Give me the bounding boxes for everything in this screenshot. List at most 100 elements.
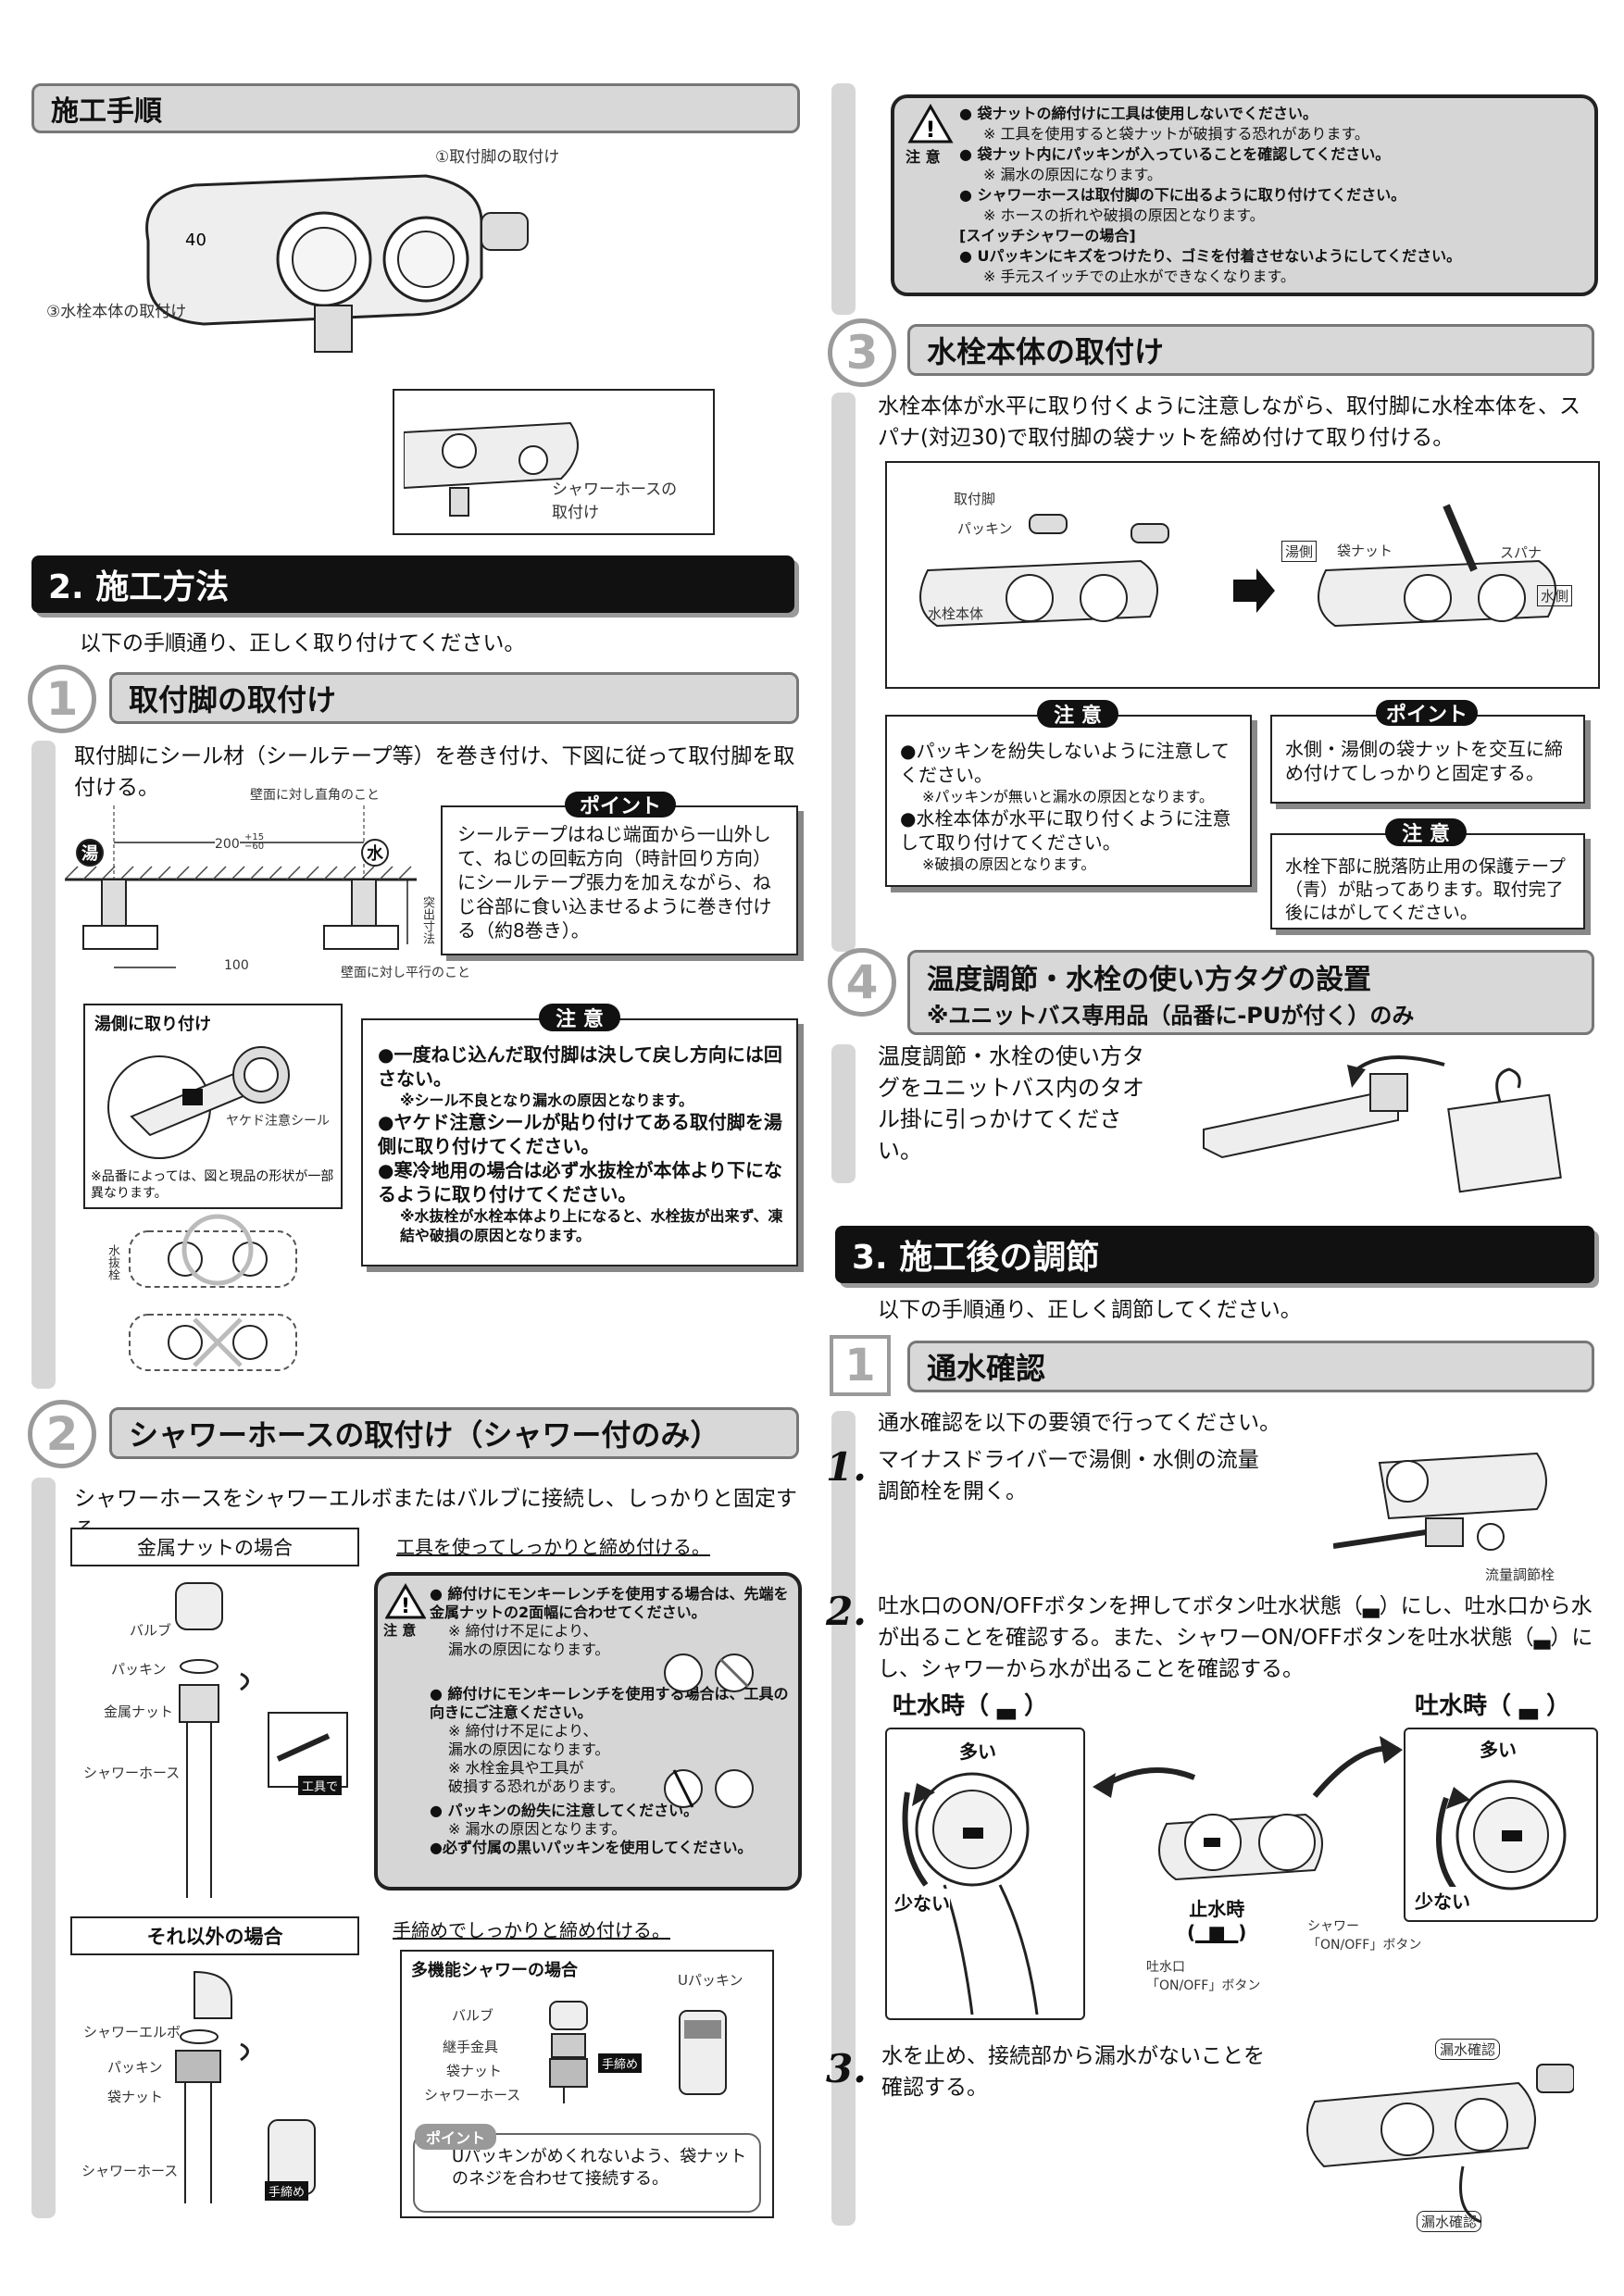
- multi-point-box: Uパッキンがめくれないよう、袋ナットのネジを合わせて接続する。: [413, 2133, 761, 2213]
- section3-header: 3. 施工後の調節: [835, 1226, 1594, 1283]
- faucet-overview-illustration: 40: [145, 174, 529, 353]
- metal-nut-text: 工具を使ってしっかりと締め付ける。: [396, 1536, 710, 1558]
- right-top-side-bar: [831, 83, 856, 315]
- svg-text:!: !: [926, 117, 936, 143]
- drain-plug-label: 水抜栓: [106, 1244, 119, 1280]
- mount-dimension-diagram: [65, 805, 417, 968]
- s3-label-spanner: スパナ: [1500, 544, 1543, 561]
- warn-item: ● 締付けにモンキーレンチを使用する場合は、先端を金属ナットの2面幅に合わせてく…: [430, 1585, 789, 1621]
- warn-item: ● パッキンの紛失に注意してください。: [430, 1802, 699, 1819]
- step4-header: 温度調節・水栓の使い方タグの設置 ※ユニットバス専用品（品番に-PUが付く）のみ: [907, 950, 1594, 1035]
- adj1-side-bar: [831, 1411, 856, 2226]
- step3-text: 水栓本体が水平に取り付くように注意しながら、取付脚に水栓本体を、スパナ(対辺30…: [878, 394, 1580, 450]
- step2-warn-list: ● 締付けにモンキーレンチを使用する場合は、先端を金属ナットの2面幅に合わせてく…: [430, 1585, 794, 1857]
- step2-warn-box: ! 注 意 ● 締付けにモンキーレンチを使用する場合は、先端を金属ナットの2面幅…: [374, 1572, 802, 1890]
- wrench-direction-icon: [664, 1769, 754, 1808]
- step2-header: シャワーホースの取付け（シャワー付のみ）: [109, 1407, 799, 1459]
- step1-point-box: シールテープはねじ端面から一山外して、ねじの回転方向（時計回り方向）にシールテー…: [441, 805, 798, 955]
- step1-text: 取付脚にシール材（シールテープ等）を巻き付け、下図に従って取付脚を取付ける。: [74, 744, 795, 800]
- section2-header: 2. 施工方法: [31, 555, 794, 613]
- stop-label: 止水時 (▁▆▁): [1187, 1898, 1247, 1943]
- step3-side-bar: [831, 393, 856, 952]
- step3-number: 3: [828, 318, 896, 387]
- multi-shower-box: 多機能シャワーの場合 バルブ 継手金具 袋ナット シャワーホース Uパッキン 手…: [400, 1950, 774, 2218]
- hand-tighten-illustration: [175, 1970, 316, 2203]
- step3-point-box: 水側・湯側の袋ナットを交互に締め付けてしっかりと固定する。: [1270, 715, 1585, 804]
- multi-shower-illustration: [549, 2001, 727, 2103]
- hotside-title: 湯側に取り付け: [94, 1015, 211, 1034]
- warn-sub: ※ 締付け不足により、 漏水の原因になります。 ※ 水栓金具や工具が 破損する恐…: [448, 1722, 625, 1795]
- label-dim100: 100: [224, 958, 249, 973]
- more-label-right: 多い: [1480, 1735, 1517, 1762]
- hot-badge: 湯: [76, 839, 104, 867]
- s3-label-packing: パッキン: [957, 520, 1013, 537]
- procedure-header: 施工手順: [31, 83, 800, 133]
- step3-caution2-text: 水栓下部に脱落防止用の保護テープ（青）が貼ってあります。取付完了後にはがしてくだ…: [1285, 856, 1566, 923]
- step1-point-label: ポイント: [565, 792, 676, 818]
- s3-label-body: 水栓本体: [928, 605, 984, 622]
- other-label-hose: シャワーホース: [81, 2163, 179, 2179]
- shower-dial-illustration: [1436, 1779, 1567, 1892]
- adj-item3-num: 3.: [826, 2046, 867, 2091]
- top-warn-item: ※ ホースの折れや破損の原因となります。: [983, 206, 1265, 224]
- step4-side-bar: [831, 1044, 856, 1183]
- flow-valve-illustration: [1333, 1452, 1547, 1551]
- less-label-right: 少ない: [1415, 1887, 1470, 1914]
- s3-label-nut: 袋ナット: [1337, 543, 1393, 559]
- step3-caution-label: 注 意: [1037, 700, 1118, 728]
- leak-check-illustration: [1306, 2064, 1574, 2224]
- step3-caution2-label: 注 意: [1385, 818, 1467, 846]
- other-label-hand: 手締め: [265, 2181, 309, 2201]
- spout-right-label: 吐水時（ ▃ ）: [1415, 1692, 1571, 1720]
- step3-caution-list: ●パッキンを紛失しないように注意してください。 ※パッキンが無いと漏水の原因とな…: [900, 739, 1246, 874]
- top-warn-item: ※ 漏水の原因になります。: [983, 166, 1162, 183]
- label-dim200: 200: [215, 837, 240, 852]
- caution-item: ●水栓本体が水平に取り付くように注意して取り付けてください。: [900, 807, 1231, 854]
- multi-label-joint: 継手金具: [443, 2039, 499, 2055]
- two-button-faucet-illustration: [1093, 1736, 1403, 1881]
- top-warn-label: 注 意: [906, 148, 941, 166]
- step3-diagram-box: 取付脚 パッキン 水栓本体 湯側 袋ナット スパナ 水側: [885, 461, 1600, 689]
- s3-label-mount: 取付脚: [954, 491, 996, 507]
- top-warn-list: ● 袋ナットの締付けに工具は使用しないでください。 ※ 工具を使用すると袋ナット…: [959, 104, 1589, 287]
- step3-point-label: ポイント: [1376, 700, 1478, 727]
- metal-nut-illustration: [175, 1582, 348, 1898]
- other-label-packing: パッキン: [107, 2059, 163, 2076]
- leak-check-label-2: 漏水確認: [1417, 2211, 1482, 2232]
- label-perpendicular: 壁面に対し直角のこと: [250, 788, 380, 803]
- warn-sub: ※ 締付け不足により、 漏水の原因になります。: [448, 1622, 610, 1658]
- step1-caution-label: 注 意: [539, 1004, 620, 1031]
- warn-item: ●必ず付属の黒いパッキンを使用してください。: [430, 1839, 753, 1856]
- top-warn-item: [スイッチシャワーの場合]: [959, 227, 1136, 244]
- adj-item1-text: マイナスドライバーで湯側・水側の流量調節栓を開く。: [878, 1448, 1259, 1504]
- label-protrusion: 突出寸法: [420, 896, 434, 944]
- multi-point-label: ポイント: [415, 2124, 497, 2150]
- body-mount-illustration: [919, 504, 1556, 628]
- svg-text:!: !: [401, 1595, 410, 1618]
- top-warn-item: ● Uパッキンにキズをつけたり、ゴミを付着させないようにしてください。: [959, 247, 1462, 265]
- top-warn-item: ※ 手元スイッチでの止水ができなくなります。: [983, 268, 1295, 285]
- adj1-header: 通水確認: [907, 1341, 1594, 1392]
- step3-caution-box: ●パッキンを紛失しないように注意してください。 ※パッキンが無いと漏水の原因とな…: [885, 715, 1252, 887]
- step1-caution-list: ●一度ねじ込んだ取付脚は決して戻し方向には回さない。 ※シール不良となり漏水の原…: [378, 1042, 791, 1245]
- step2-warn-label: 注 意: [383, 1622, 417, 1639]
- hotside-illustration: [107, 1046, 290, 1159]
- top-warn-item: ● 袋ナット内にパッキンが入っていることを確認してください。: [959, 145, 1391, 163]
- step1-header: 取付脚の取付け: [109, 672, 799, 724]
- metal-label-nut: 金属ナット: [104, 1703, 174, 1720]
- other-text: 手締めでしっかりと締め付ける。: [393, 1919, 670, 1941]
- spout-dial-illustration: [902, 1772, 1039, 2015]
- top-warn-item: ● シャワーホースは取付脚の下に出るように取り付けてください。: [959, 186, 1406, 204]
- metal-label-hose: シャワーホース: [83, 1765, 181, 1781]
- towel-bar-tag-illustration: [1203, 1055, 1562, 1193]
- adj-item3-text: 水を止め、接続部から漏水がないことを確認する。: [881, 2044, 1265, 2100]
- caution-sub: ※破損の原因となります。: [922, 855, 1096, 873]
- proc-label-body: ③水栓本体の取付け: [46, 303, 187, 321]
- multi-label-upacking: Uパッキン: [678, 1972, 743, 1989]
- warning-icon: !: [385, 1583, 426, 1619]
- top-warn-box: ! 注 意 ● 袋ナットの締付けに工具は使用しないでください。 ※ 工具を使用す…: [891, 94, 1598, 296]
- step1-caution-box: ●一度ねじ込んだ取付脚は決して戻し方向には回さない。 ※シール不良となり漏水の原…: [361, 1018, 798, 1267]
- step1-side-bar: [31, 741, 56, 1389]
- multi-label-nut: 袋ナット: [446, 2063, 503, 2079]
- adj-item2-text: 吐水口のON/OFFボタンを押してボタン吐水状態（▃）にし、吐水口から水が出るこ…: [878, 1594, 1593, 1681]
